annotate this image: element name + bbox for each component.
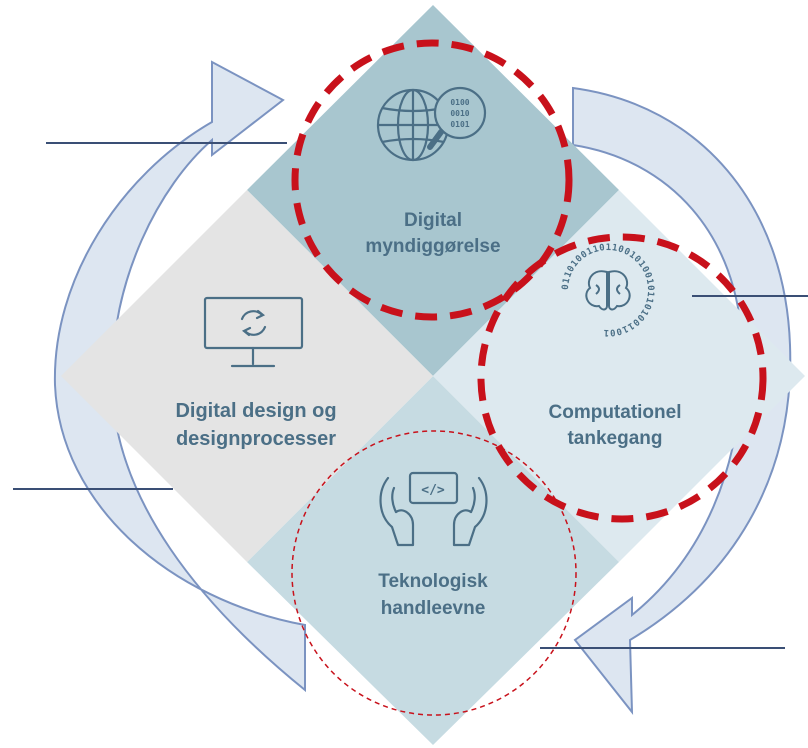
monitor-cycle-icon bbox=[203, 296, 304, 368]
pointer-lines bbox=[13, 142, 808, 649]
binary-row-1: 0100 bbox=[450, 98, 469, 107]
quadrant-labels: Digital myndiggørelse Computationel tank… bbox=[175, 210, 681, 619]
label-left-line2: designprocesser bbox=[176, 428, 336, 450]
label-left-line1: Digital design og bbox=[175, 400, 336, 422]
highlight-circle-right bbox=[477, 233, 767, 523]
cycle-arrows bbox=[53, 60, 792, 715]
code-screen bbox=[408, 471, 459, 505]
highlight-circle-bottom bbox=[291, 430, 577, 716]
quadrant-left bbox=[61, 190, 433, 562]
left-hand bbox=[379, 476, 415, 547]
cycle-arrow-right bbox=[572, 86, 792, 715]
diamond bbox=[61, 5, 805, 745]
label-right-line1: Computationel bbox=[549, 402, 682, 423]
quadrant-bottom bbox=[247, 376, 619, 745]
highlight-circle-top bbox=[291, 39, 573, 321]
hands-code-screen-icon: </> bbox=[379, 471, 488, 547]
code-symbol: </> bbox=[421, 483, 445, 498]
label-bottom-line1: Teknologisk bbox=[378, 571, 488, 592]
quadrant-top bbox=[247, 5, 619, 376]
cycle-arrow-left bbox=[53, 60, 306, 693]
binary-row-3: 0101 bbox=[450, 120, 469, 129]
label-top-line1: Digital bbox=[404, 210, 462, 231]
label-right-line2: tankegang bbox=[567, 428, 662, 449]
highlight-annotations bbox=[291, 39, 767, 716]
label-bottom-line2: handleevne bbox=[381, 598, 486, 619]
binary-row-2: 0010 bbox=[450, 109, 469, 118]
globe-magnifier-binary-icon: 0100 0010 0101 bbox=[376, 86, 487, 162]
label-top-line2: myndiggørelse bbox=[365, 236, 500, 257]
right-hand bbox=[452, 476, 488, 547]
